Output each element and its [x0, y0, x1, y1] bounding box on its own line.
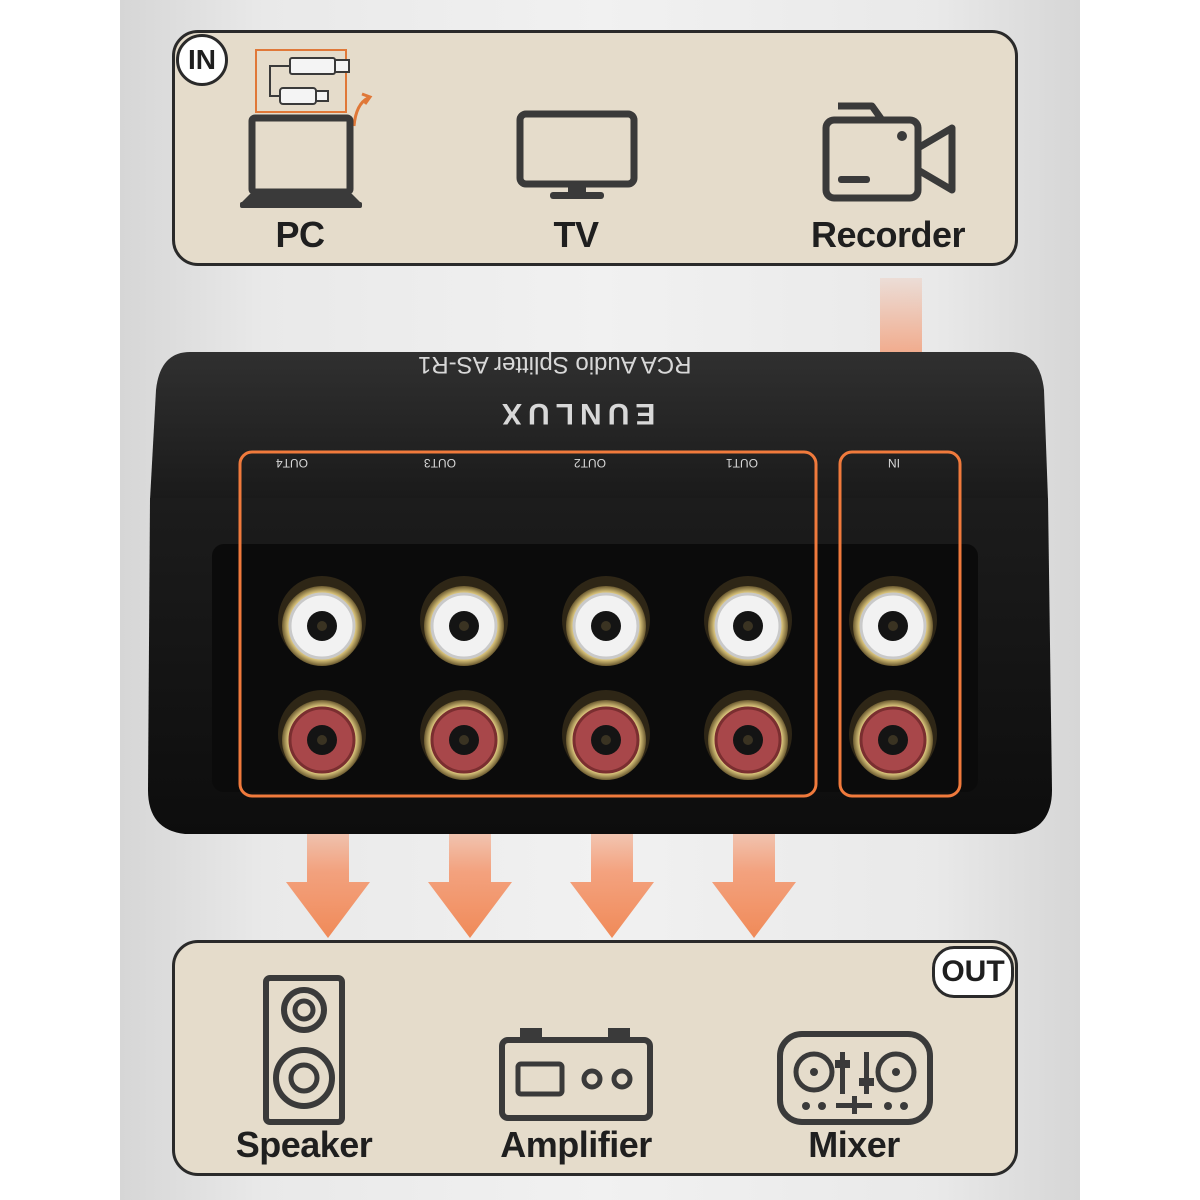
device-brand-logo: EUNLUX [496, 397, 656, 430]
video-camera-icon [822, 102, 956, 202]
rca-jack-out1-white [704, 576, 792, 666]
rca-jack-out2-white [562, 576, 650, 666]
mixer-icon [777, 1031, 933, 1125]
cable-inset-icon [255, 49, 373, 127]
rca-jack-in-red [849, 690, 937, 780]
rca-jack-in-white [849, 576, 937, 666]
output-arrow-3 [570, 806, 654, 938]
rca-jack-out1-red [704, 690, 792, 780]
rca-jack-out2-red [562, 690, 650, 780]
source-label-tv: TV [553, 214, 599, 255]
source-label-pc: PC [275, 214, 325, 255]
port-label-out2: OUT2 [574, 456, 607, 470]
input-badge: IN [176, 34, 228, 86]
port-label-in: IN [888, 456, 900, 470]
rca-jack-out3-red [420, 690, 508, 780]
output-arrow-2 [428, 806, 512, 938]
laptop-icon [240, 114, 362, 208]
destination-label-mixer: Mixer [808, 1124, 900, 1165]
port-label-out1: OUT1 [726, 456, 759, 470]
source-label-recorder: Recorder [810, 214, 966, 255]
destination-label-amplifier: Amplifier [500, 1124, 652, 1165]
speaker-icon [263, 975, 345, 1125]
rca-jack-out4-white [278, 576, 366, 666]
port-label-out4: OUT4 [276, 456, 309, 470]
destination-label-speaker: Speaker [235, 1124, 373, 1165]
output-arrow-4 [712, 806, 796, 938]
port-label-out3: OUT3 [424, 456, 457, 470]
rca-jack-out3-white [420, 576, 508, 666]
output-arrow-1 [286, 806, 370, 938]
rca-jack-out4-red [278, 690, 366, 780]
output-badge: OUT [932, 946, 1014, 998]
device-model-text: RCA Audio Splitter AS-R1 [418, 351, 692, 378]
amplifier-icon [499, 1028, 653, 1121]
monitor-icon [516, 110, 638, 199]
